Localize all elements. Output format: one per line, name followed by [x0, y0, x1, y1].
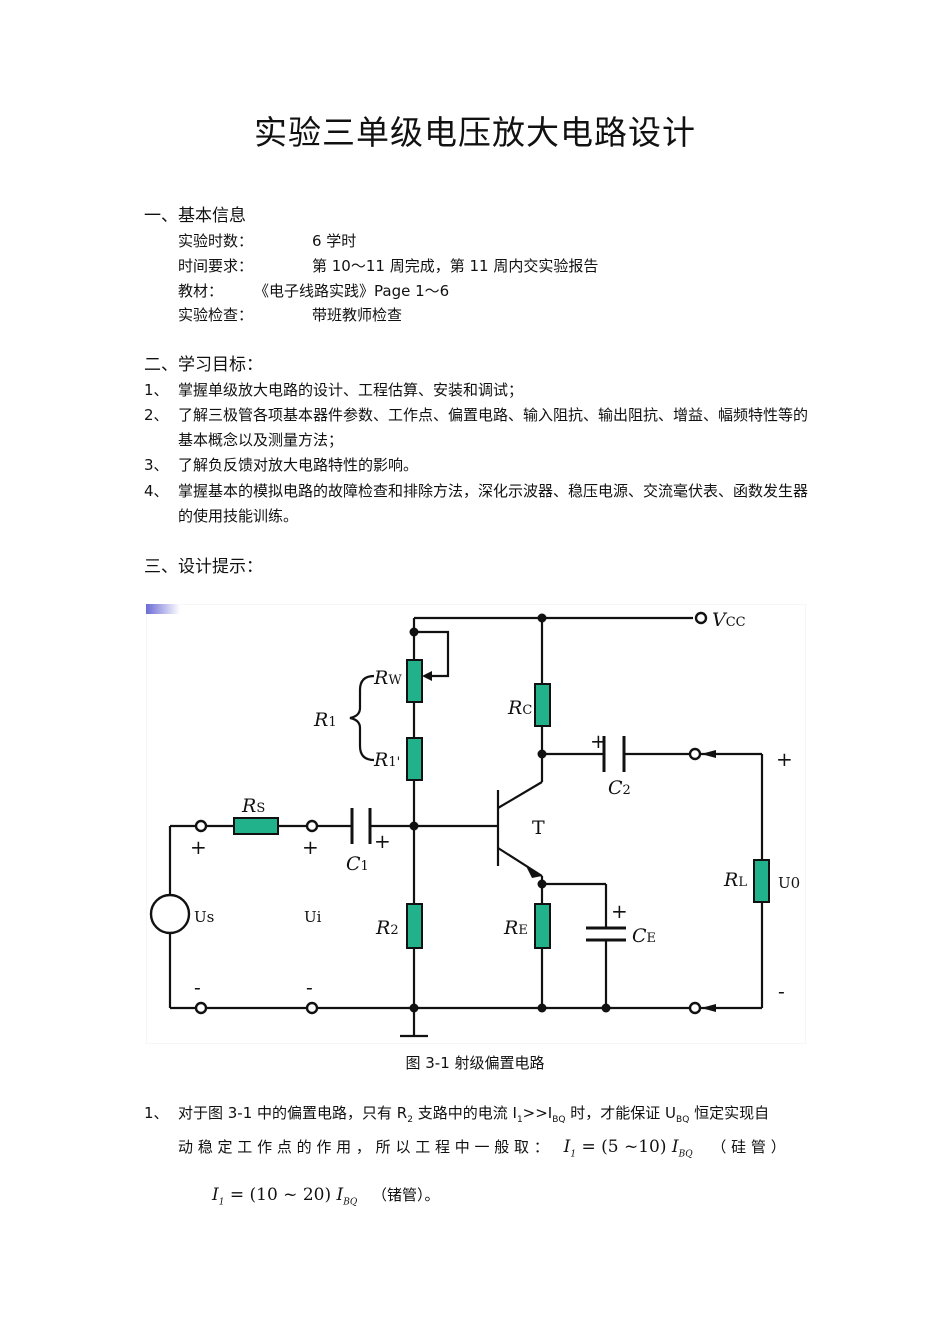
figure-caption: 图 3-1 射级偏置电路	[405, 1054, 545, 1072]
polarity-plus-uo: +	[776, 747, 793, 771]
label-r1: R1	[313, 709, 337, 731]
label-uo: U0	[778, 874, 800, 892]
info-row-textbook: 教材： 《电子线路实践》Page 1～6	[178, 280, 449, 301]
polarity-minus-ui: -	[306, 975, 313, 999]
label-rw: RW	[373, 667, 402, 689]
info-row-hours: 实验时数： 6 学时	[178, 230, 356, 251]
polarity-minus-us: -	[194, 975, 201, 999]
component-labels: VCC RW R1 R1' RC C2 RS C1 T R2 RE CE RL	[241, 609, 747, 947]
info-value: 《电子线路实践》Page 1～6	[254, 282, 450, 300]
polarity-minus-uo: -	[778, 979, 785, 1003]
document-title: 实验三单级电压放大电路设计	[254, 113, 696, 152]
resistor-r2	[406, 903, 423, 949]
label-rs: RS	[241, 795, 265, 817]
info-key: 实验检查：	[178, 306, 254, 324]
terminals	[194, 611, 708, 1015]
label-transistor: T	[532, 817, 545, 839]
label-re: RE	[503, 917, 528, 939]
polarity-plus-c1: +	[374, 829, 391, 853]
list-item-text: 掌握基本的模拟电路的故障检查和排除方法，深化示波器、稳压电源、交流毫伏表、函数发…	[178, 482, 809, 525]
circuit-svg: VCC RW R1 R1' RC C2 RS C1 T R2 RE CE RL …	[145, 603, 807, 1045]
info-value: 第 10～11 周完成，第 11 周内交实验报告	[312, 257, 599, 275]
list-item-number: 4、	[144, 482, 169, 500]
label-vcc: VCC	[712, 609, 746, 631]
formula-germanium: I1 = (10 ~ 20) IBQ	[212, 1185, 358, 1208]
paragraph-line-2: 动 稳 定 工 作 点 的 作 用 ， 所 以 工 程 中 一 般 取 ： I1…	[178, 1137, 786, 1160]
label-c1: C1	[346, 853, 369, 875]
label-r1-prime: R1'	[373, 749, 400, 771]
output-arrow-bottom	[701, 1004, 716, 1012]
list-item-number: 2、	[144, 406, 169, 424]
label-ui: Ui	[304, 908, 322, 926]
output-arrow-top	[701, 750, 716, 758]
label-rc: RC	[507, 697, 532, 719]
label-rl: RL	[723, 869, 747, 891]
junction-dots	[409, 613, 611, 1013]
resistor-rc	[534, 683, 551, 727]
section-basic-info-heading: 一、基本信息	[144, 206, 246, 226]
capacitors	[350, 736, 626, 942]
polarity-plus-c2: +	[590, 729, 607, 753]
label-ce: CE	[632, 925, 656, 947]
circuit-diagram: VCC RW R1 R1' RC C2 RS C1 T R2 RE CE RL …	[145, 603, 807, 1045]
signal-source-symbol	[149, 893, 191, 935]
polarity-plus-us: +	[190, 835, 207, 859]
info-value: 6 学时	[312, 232, 357, 250]
info-key: 教材：	[178, 282, 224, 300]
paragraph-line-1: 对于图 3-1 中的偏置电路，只有 R2 支路中的电流 I1>>IBQ 时，才能…	[178, 1104, 770, 1125]
list-item-number: 3、	[144, 456, 169, 474]
resistor-rl	[753, 859, 770, 903]
r1-brace	[349, 674, 375, 762]
info-key: 实验时数：	[178, 232, 254, 250]
emitter-arrow	[526, 866, 542, 878]
resistor-re	[534, 903, 551, 949]
resistor-rs	[233, 817, 279, 835]
section-goals-heading: 二、学习目标：	[144, 355, 263, 375]
list-item-text: 掌握单级放大电路的设计、工程估算、安装和调试；	[178, 381, 524, 399]
info-value: 带班教师检查	[312, 306, 403, 324]
polarity-plus-ce: +	[611, 899, 628, 923]
figure-corner-mark	[146, 604, 180, 614]
info-row-time: 时间要求： 第 10～11 周完成，第 11 周内交实验报告	[178, 255, 598, 276]
label-us: Us	[194, 908, 214, 926]
paragraph-line-3: I1 = (10 ~ 20) IBQ （锗管）。	[212, 1185, 440, 1208]
info-key: 时间要求：	[178, 257, 254, 275]
list-item-text: 了解三极管各项基本器件参数、工作点、偏置电路、输入阻抗、输出阻抗、增益、幅频特性…	[178, 406, 809, 449]
polarity-marks: + + + + + + - - -	[190, 729, 793, 1003]
paragraph-number: 1、	[144, 1104, 169, 1122]
info-row-check: 实验检查： 带班教师检查	[178, 304, 402, 325]
list-item-text: 了解负反馈对放大电路特性的影响。	[178, 456, 419, 474]
list-item-number: 1、	[144, 381, 169, 399]
polarity-plus-ui: +	[302, 835, 319, 859]
label-r2: R2	[375, 917, 399, 939]
formula-silicon: I1 = (5 ~10) IBQ	[563, 1137, 693, 1160]
resistor-r1p	[406, 737, 423, 781]
label-c2: C2	[608, 777, 631, 799]
section-design-tips-heading: 三、设计提示：	[144, 557, 263, 577]
resistors	[233, 659, 770, 949]
resistor-rw	[406, 659, 423, 703]
rw-wiper-arrow	[422, 671, 432, 681]
voltage-labels: Us Ui U0	[194, 874, 800, 926]
